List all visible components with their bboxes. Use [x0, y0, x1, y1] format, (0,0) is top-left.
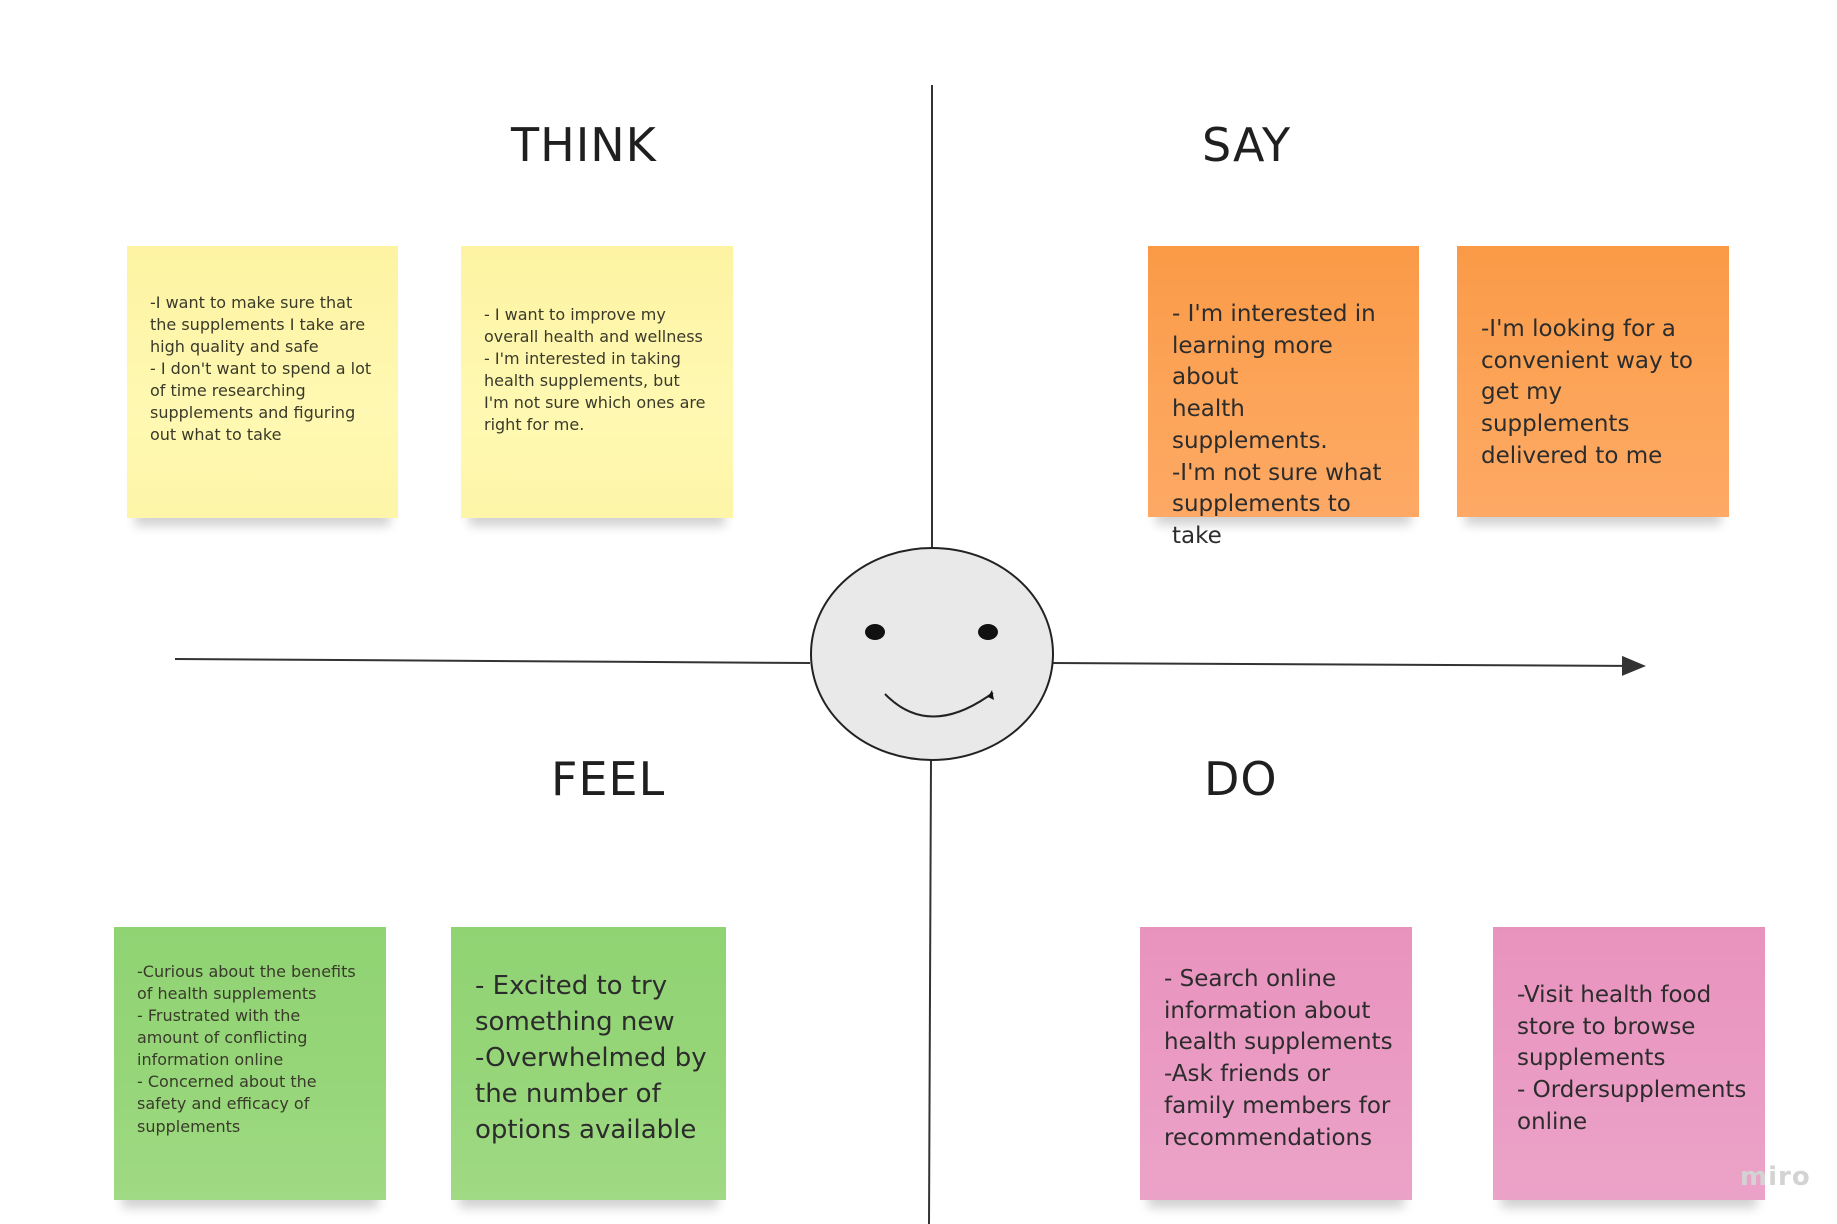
sticky-note-say-1[interactable]: - I'm interested in learning more about … — [1148, 246, 1419, 549]
sticky-note-say-2[interactable]: -I'm looking for a convenient way to get… — [1457, 246, 1729, 517]
left-eye-icon — [865, 624, 885, 640]
sticky-note-text: - I'm interested in learning more about … — [1172, 301, 1382, 550]
sticky-note-text: -Visit health food store to browse suppl… — [1517, 982, 1747, 1135]
miro-watermark-logo: miro — [1740, 1162, 1811, 1192]
smile-icon — [884, 692, 994, 718]
vertical-axis-bottom — [928, 759, 932, 1224]
smiley-face-icon — [810, 547, 1054, 761]
sticky-note-text: - Search online information about health… — [1164, 966, 1393, 1151]
sticky-note-text: - Excited to try something new -Overwhel… — [475, 971, 707, 1145]
quadrant-title-think: THINK — [511, 118, 657, 172]
sticky-note-text: - I want to improve my overall health an… — [484, 305, 706, 435]
horizontal-axis-left — [174, 658, 811, 664]
sticky-note-do-2[interactable]: -Visit health food store to browse suppl… — [1493, 927, 1765, 1200]
sticky-note-feel-2[interactable]: - Excited to try something new -Overwhel… — [451, 927, 726, 1200]
horizontal-axis-arrow — [1052, 655, 1646, 676]
sticky-note-text: -I'm looking for a convenient way to get… — [1481, 316, 1693, 469]
sticky-note-do-1[interactable]: - Search online information about health… — [1140, 927, 1412, 1200]
sticky-note-text: -Curious about the benefits of health su… — [137, 962, 356, 1136]
sticky-note-feel-1[interactable]: -Curious about the benefits of health su… — [114, 927, 386, 1200]
quadrant-title-feel: FEEL — [551, 752, 666, 806]
sticky-note-text: -I want to make sure that the supplement… — [150, 293, 372, 445]
sticky-note-think-2[interactable]: - I want to improve my overall health an… — [461, 246, 733, 518]
sticky-note-think-1[interactable]: -I want to make sure that the supplement… — [127, 246, 398, 518]
right-eye-icon — [978, 624, 998, 640]
quadrant-title-say: SAY — [1202, 118, 1292, 172]
quadrant-title-do: DO — [1204, 752, 1278, 806]
